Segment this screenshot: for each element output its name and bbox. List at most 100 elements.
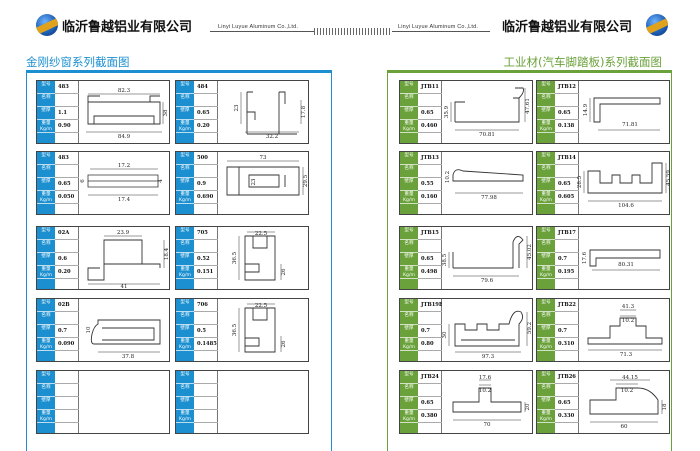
dimension-label: 26 <box>281 340 287 347</box>
dimension-label: 17.6 <box>479 375 492 381</box>
field-value-name <box>55 165 79 178</box>
field-label-name: 名称 <box>400 384 418 397</box>
field-value-wall <box>55 397 79 410</box>
field-label-text: 壁厚 <box>180 179 190 184</box>
unit-label: Kg/m <box>179 345 191 350</box>
field-value-wall: 0.7 <box>418 325 442 338</box>
field-label-wall: 壁厚 <box>176 397 194 410</box>
dimension-label: 6 <box>80 179 86 183</box>
dimension-label: 79.6 <box>481 278 494 284</box>
field-value-weight: 0.20 <box>194 120 218 133</box>
dimension-label: 44.15 <box>622 375 638 381</box>
company-logo-icon <box>646 14 668 36</box>
section-rule <box>26 71 332 73</box>
field-label-text: 重量 <box>180 411 190 416</box>
field-label-text: 型号 <box>180 300 190 305</box>
dimension-label: 47.61 <box>525 98 531 114</box>
field-label-text: 壁厚 <box>180 108 190 113</box>
field-label-name: 名称 <box>537 240 555 253</box>
field-value-model: 500 <box>194 152 218 165</box>
field-label-text: 型号 <box>180 228 190 233</box>
section-frame <box>387 70 672 451</box>
field-label-text: 名称 <box>180 241 190 246</box>
field-value-weight: 0.195 <box>555 266 579 279</box>
company-name: 临沂鲁越铝业有限公司 <box>62 20 193 35</box>
header-rule <box>210 31 314 32</box>
field-label-model: 型号 <box>400 152 418 165</box>
dimension-label: 20 <box>525 403 531 410</box>
dimension-label: 22.5 <box>255 303 268 309</box>
field-label-text: 型号 <box>404 300 414 305</box>
field-label-wall: 壁厚 <box>537 397 555 410</box>
field-label-text: 名称 <box>41 241 51 246</box>
field-value-model: JTB11 <box>418 81 442 94</box>
unit-label: Kg/m <box>403 417 415 422</box>
profile-cross-section: 22.536.526 <box>232 231 287 281</box>
field-label-text: 重量 <box>180 267 190 272</box>
dimension-label: 38 <box>163 109 169 116</box>
field-label-text: 壁厚 <box>541 254 551 259</box>
value-column <box>55 371 79 433</box>
field-label-model: 型号 <box>37 299 55 312</box>
field-value-wall: 0.65 <box>418 253 442 266</box>
field-label-text: 壁厚 <box>541 398 551 403</box>
dimension-label: 14.9 <box>583 103 589 116</box>
dimension-label: 45.59 <box>666 170 672 186</box>
dimension-label: 97.3 <box>482 354 495 360</box>
field-value-wall: 0.55 <box>418 178 442 191</box>
field-label-model: 型号 <box>400 299 418 312</box>
field-label-model: 型号 <box>176 152 194 165</box>
field-value-weight <box>55 410 79 423</box>
profile-cross-section: 14.9 71.81 <box>583 97 661 131</box>
header-stripe <box>314 28 356 35</box>
field-value-wall: 0.7 <box>555 325 579 338</box>
field-label-wall: 壁厚 <box>400 325 418 338</box>
dimension-label: 84.9 <box>118 134 131 140</box>
field-label-wall: 壁厚 <box>176 178 194 191</box>
company-name: 临沂鲁越铝业有限公司 <box>502 20 633 35</box>
field-label-text: 壁厚 <box>180 326 190 331</box>
field-label-text: 名称 <box>541 95 551 100</box>
dimension-label: 71.81 <box>622 122 638 128</box>
value-column <box>194 371 218 433</box>
dimension-label: 70 <box>484 422 491 428</box>
dimension-label: 10.2 <box>445 171 451 183</box>
unit-label: Kg/m <box>179 198 191 203</box>
field-label-name: 名称 <box>37 94 55 107</box>
field-value-model: 705 <box>194 227 218 240</box>
field-value-model: JTB24 <box>418 371 442 384</box>
field-label-name: 名称 <box>37 384 55 397</box>
field-label-text: 名称 <box>404 313 414 318</box>
field-label-model: 型号 <box>37 371 55 384</box>
dimension-label: 22.5 <box>255 231 268 237</box>
